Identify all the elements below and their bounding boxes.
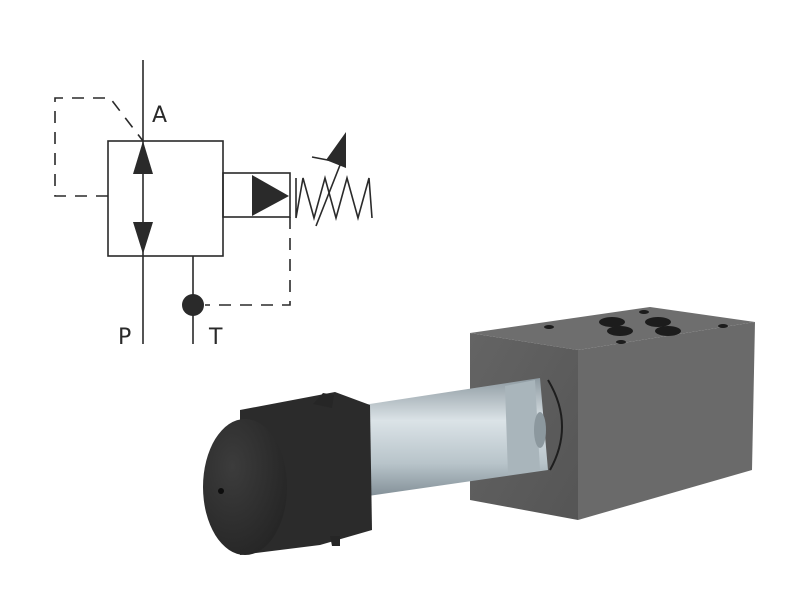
port-label-t: T [208, 325, 223, 350]
retaining-ring [547, 379, 563, 471]
bolt-hole [616, 340, 626, 344]
port-label-a: A [152, 103, 167, 128]
port-label-p: P [118, 325, 131, 350]
symbol-lines [54, 60, 373, 344]
drain-line-right [205, 217, 291, 306]
nut-flat [534, 412, 546, 448]
port-holes [544, 310, 728, 344]
port-hole [607, 326, 633, 336]
cap-clip-top [313, 393, 334, 408]
port-hole [645, 317, 671, 327]
hex-nut [505, 380, 540, 475]
cap-vent-hole [218, 488, 224, 494]
port-hole [655, 326, 681, 336]
cap-clip-bottom [330, 536, 340, 546]
bolt-hole [544, 325, 554, 329]
arrow-down-icon [133, 222, 153, 254]
junction-dot [182, 294, 204, 316]
protective-cap [203, 392, 372, 555]
block-side-face [578, 322, 755, 520]
pilot-triangle-icon [252, 175, 289, 216]
spring-icon [295, 174, 373, 222]
arrow-up-icon [133, 141, 153, 174]
adjust-arrow-head-icon [326, 132, 346, 168]
symbol-arrows [133, 132, 346, 316]
pilot-line-left [54, 97, 144, 197]
cartridge-body [330, 378, 548, 500]
bolt-hole [718, 324, 728, 328]
port-hole [599, 317, 625, 327]
cap-end-face [203, 419, 287, 555]
cartridge [330, 378, 563, 500]
actuator-box [222, 172, 291, 218]
adjust-arrow-line [315, 159, 343, 227]
bolt-hole [639, 310, 649, 314]
